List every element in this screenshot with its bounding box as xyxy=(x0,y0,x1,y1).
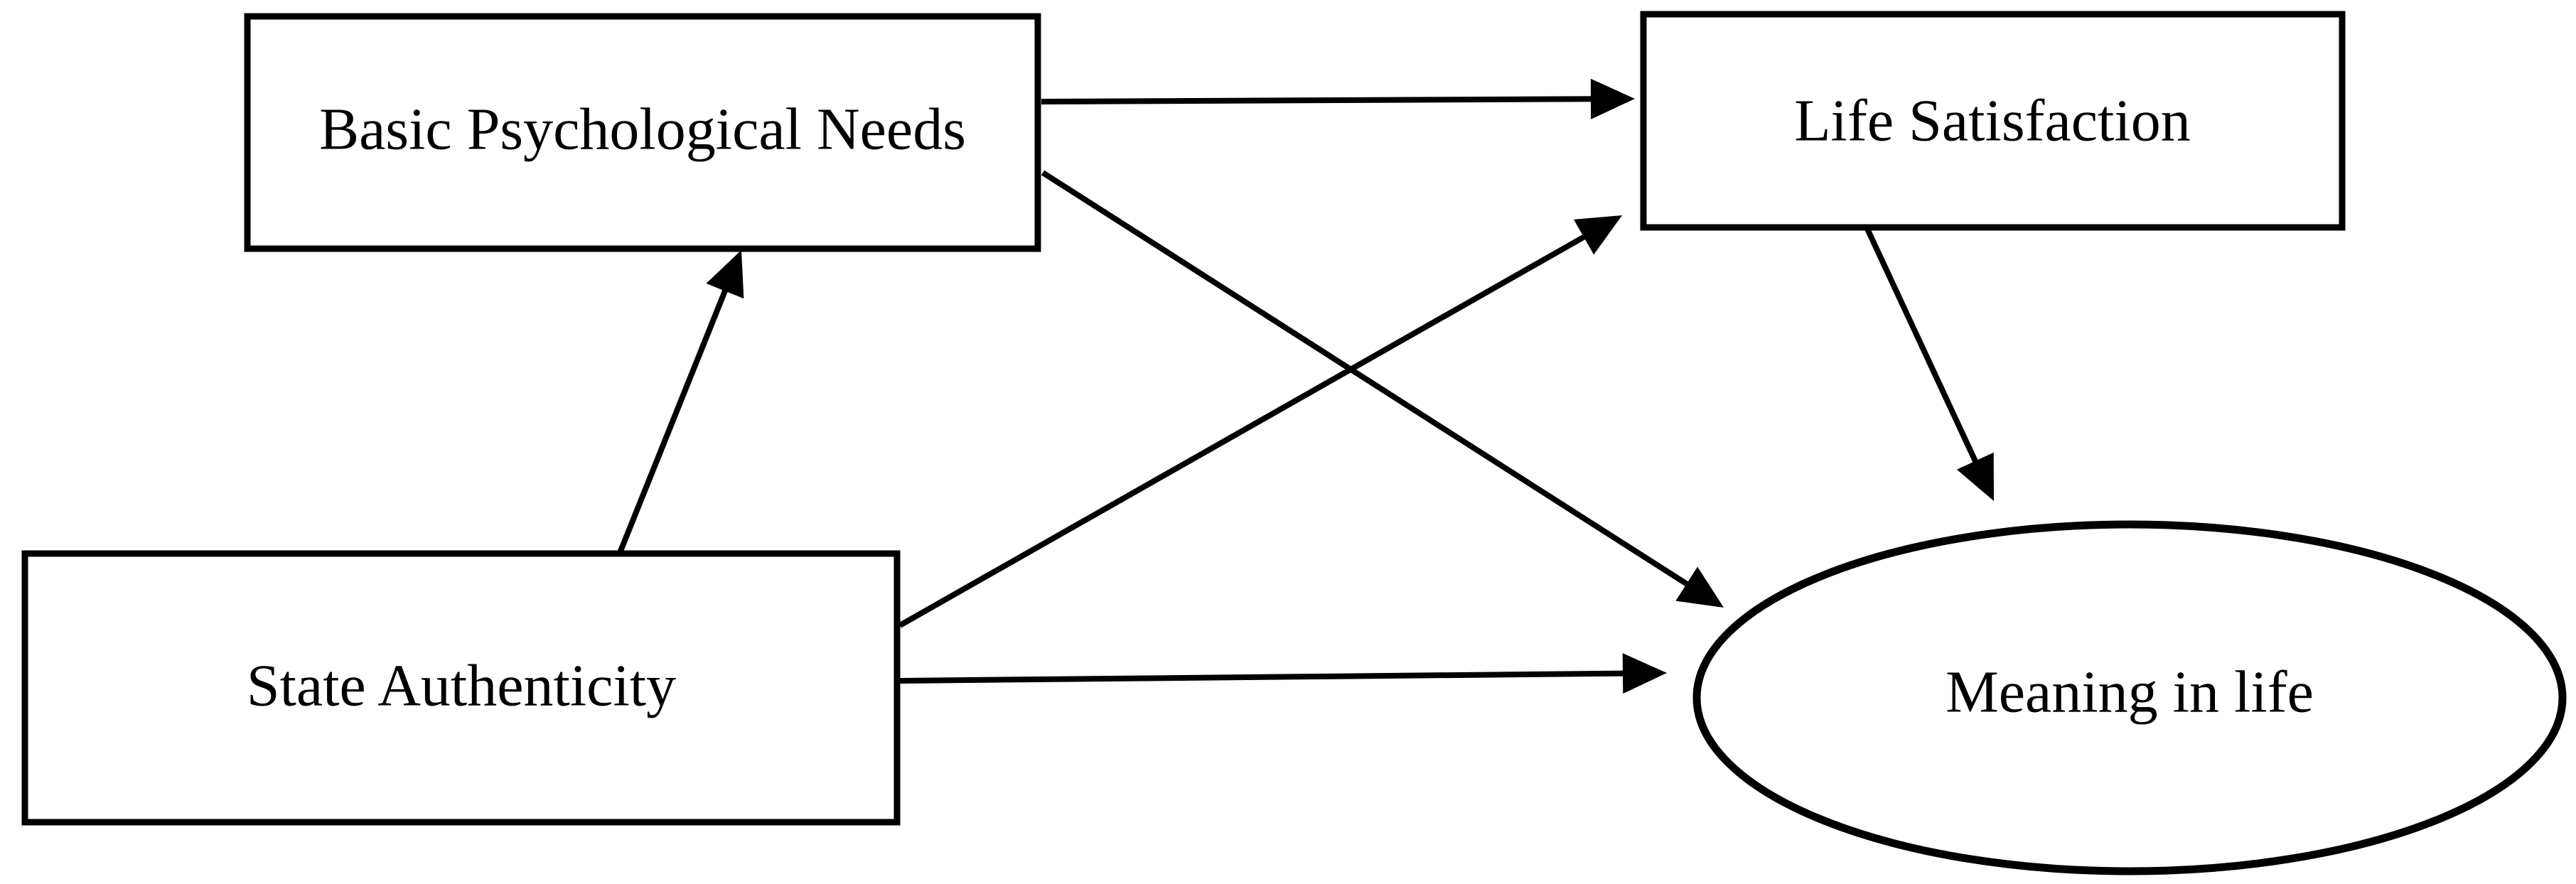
edges-layer xyxy=(617,78,1994,694)
edge-state-authenticity-to-bpn xyxy=(617,250,744,554)
edge-state-authenticity-to-life-satisfaction xyxy=(898,215,1622,628)
edge-line xyxy=(898,232,1589,628)
edge-bpn-to-life-satisfaction xyxy=(1041,78,1635,119)
arrow-head xyxy=(1574,215,1622,255)
arrow-head xyxy=(1675,566,1724,608)
edge-line xyxy=(1041,170,1692,588)
edge-line xyxy=(899,670,1627,684)
node-rectangle[interactable] xyxy=(244,13,1041,252)
node-life-satisfaction[interactable]: Life Satisfaction xyxy=(1640,11,2346,231)
arrow-head xyxy=(1957,452,1994,501)
nodes-layer: Basic Psychological Needs Life Satisfacti… xyxy=(21,11,2567,875)
node-rectangle[interactable] xyxy=(1640,11,2346,231)
node-label: Meaning in life xyxy=(1946,659,2314,725)
node-label: State Authenticity xyxy=(247,652,676,718)
node-meaning-in-life[interactable]: Meaning in life xyxy=(1692,520,2567,875)
edge-state-authenticity-to-meaning-in-life xyxy=(899,653,1667,694)
node-label: Life Satisfaction xyxy=(1794,87,2190,153)
node-rectangle[interactable] xyxy=(21,550,901,826)
arrow-head xyxy=(1622,653,1667,694)
node-label: Basic Psychological Needs xyxy=(319,96,966,162)
arrow-head xyxy=(1590,78,1635,119)
edge-line xyxy=(1041,96,1594,104)
node-ellipse[interactable] xyxy=(1692,520,2567,875)
edge-bpn-to-meaning-in-life xyxy=(1041,170,1724,608)
node-basic-psychological-needs[interactable]: Basic Psychological Needs xyxy=(244,13,1041,252)
edge-life-satisfaction-to-meaning-in-life xyxy=(1864,227,1994,501)
edge-line xyxy=(1864,227,1980,465)
node-state-authenticity[interactable]: State Authenticity xyxy=(21,550,901,826)
arrow-head xyxy=(706,250,744,299)
edge-line xyxy=(617,286,729,554)
